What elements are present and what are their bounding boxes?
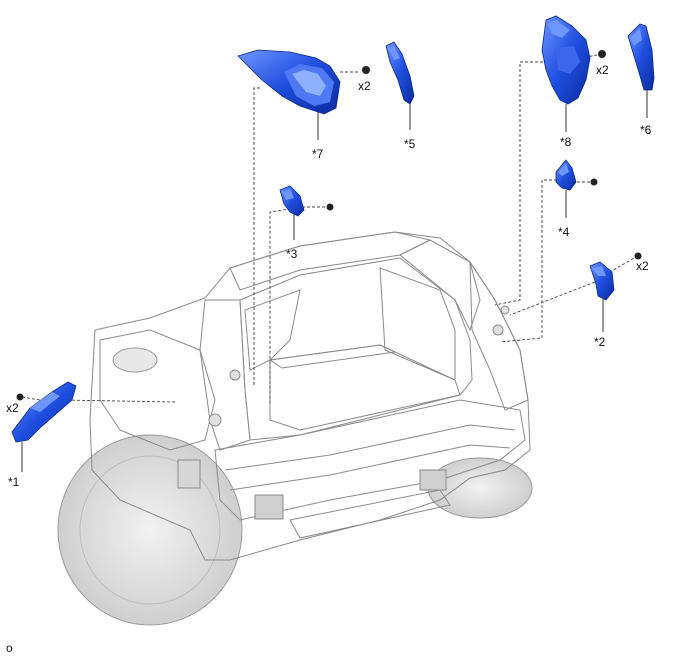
part-6-trim-strip: *6: [627, 23, 655, 137]
part-1-label: *1: [8, 475, 20, 489]
part-7-cover-panel: x2 *7: [237, 49, 371, 161]
part-8-cover-panel: x2 *8: [541, 15, 609, 149]
part-7-qty: x2: [358, 79, 371, 93]
part-8-label: *8: [560, 135, 572, 149]
part-7-label: *7: [312, 147, 324, 161]
part-5-label: *5: [404, 137, 416, 151]
bolt-icon: [16, 393, 24, 401]
vehicle-rear-body: [57, 231, 533, 626]
bolt-icon: [634, 252, 642, 260]
corner-mark: o: [6, 641, 13, 655]
part-3-clip: *3: [279, 185, 334, 261]
part-8-qty: x2: [596, 63, 609, 77]
cargo-floor: [269, 344, 461, 431]
part-5-trim-strip: *5: [385, 41, 416, 151]
screw-icon: [362, 66, 370, 74]
screw-icon: [598, 50, 606, 58]
left-rear-tire: [57, 434, 243, 626]
part-6-label: *6: [640, 123, 652, 137]
part-4-clip: *4: [555, 159, 598, 239]
part-1-bracket: x2 *1: [6, 381, 77, 489]
part-2-label: *2: [594, 335, 606, 349]
screw-icon: [590, 178, 598, 186]
part-2-qty: x2: [636, 259, 649, 273]
rear-bumper-reinforcement: [214, 399, 526, 521]
part-4-label: *4: [558, 225, 570, 239]
part-2-bracket: x2 *2: [589, 252, 649, 349]
part-1-qty: x2: [6, 401, 19, 415]
part-3-label: *3: [286, 247, 298, 261]
screw-icon: [326, 203, 334, 211]
